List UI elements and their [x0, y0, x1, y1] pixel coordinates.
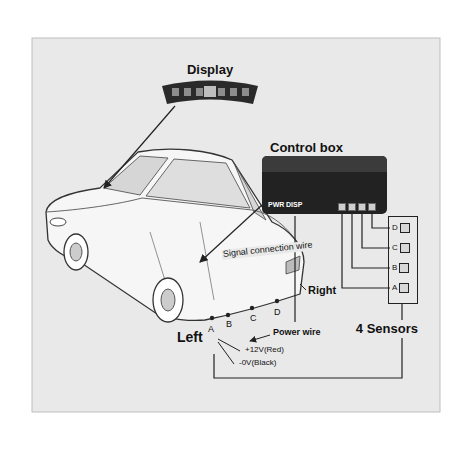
sensor-letter: D: [273, 308, 282, 318]
bumper-sensor: [275, 299, 279, 303]
display-leader: [104, 106, 175, 188]
panel-title: 4 Sensors: [354, 320, 420, 338]
display-segment: [184, 88, 191, 96]
sensor-socket: [368, 203, 376, 211]
sensor-socket: [338, 203, 346, 211]
bumper-sensor: [210, 316, 214, 320]
sensor-letter: D: [392, 223, 398, 233]
side-label: Right: [307, 284, 337, 296]
wheel-hub: [161, 289, 175, 311]
bumper-sensor: [250, 306, 254, 310]
display-title: Display: [158, 62, 262, 78]
wire-label: +12V(Red): [244, 346, 285, 355]
power-leader: [250, 335, 270, 341]
display-digit: [204, 86, 216, 97]
black-wire: [218, 342, 234, 364]
sensor: D: [390, 220, 410, 236]
right-leader: [300, 284, 306, 290]
sensor-letter: A: [207, 325, 215, 335]
sensor-wire: [362, 214, 390, 248]
power-wire: [294, 216, 295, 322]
sensor-icon: [400, 243, 410, 253]
control-box-body: PWRDISP: [262, 156, 387, 214]
sensor-letter: A: [392, 283, 397, 293]
wheel-hub: [70, 243, 82, 261]
sensor-cable: [214, 304, 402, 378]
rear-wheel: [153, 278, 183, 322]
taillight: [286, 256, 300, 274]
sensor-letter: B: [225, 320, 233, 330]
sensor-letter: C: [249, 314, 258, 324]
display-segment: [218, 88, 225, 96]
sensor-icon: [399, 263, 409, 273]
sensor-letter: B: [392, 263, 397, 273]
box-title: Control box: [262, 140, 387, 156]
display-segment: [196, 88, 203, 96]
headlight: [50, 218, 66, 226]
display-unit: Display: [158, 62, 262, 106]
sensor: C: [390, 240, 410, 256]
side-label: Left: [176, 330, 204, 345]
display-body: [162, 80, 258, 104]
display-segment: [242, 88, 249, 96]
red-wire: [218, 339, 240, 351]
bumper-sensor: [226, 313, 230, 317]
front-wheel: [64, 234, 88, 270]
sensor-socket: [348, 203, 356, 211]
sensor-letter: C: [392, 243, 398, 253]
sensor-wire: [352, 214, 390, 268]
display-screen: [158, 78, 262, 106]
side-window: [146, 159, 250, 208]
picture-frame: [32, 38, 440, 412]
display-segment: [230, 88, 237, 96]
port-label: PWR: [268, 201, 284, 209]
sensor-icon: [399, 283, 409, 293]
sensor-socket: [358, 203, 366, 211]
control-box: Control boxPWRDISP: [262, 140, 387, 214]
sensor-panel: 4 Sensors DCBA: [340, 216, 420, 344]
sensor-wire: [342, 214, 390, 288]
sensor: B: [390, 260, 409, 276]
wire-label: Power wire: [272, 328, 322, 338]
port-label: DISP: [286, 201, 302, 209]
box-top-face: [262, 156, 387, 172]
sensor: A: [390, 280, 409, 296]
sensor-icon: [400, 223, 410, 233]
display-segment: [172, 88, 179, 96]
wire-label: -0V(Black): [238, 359, 277, 368]
